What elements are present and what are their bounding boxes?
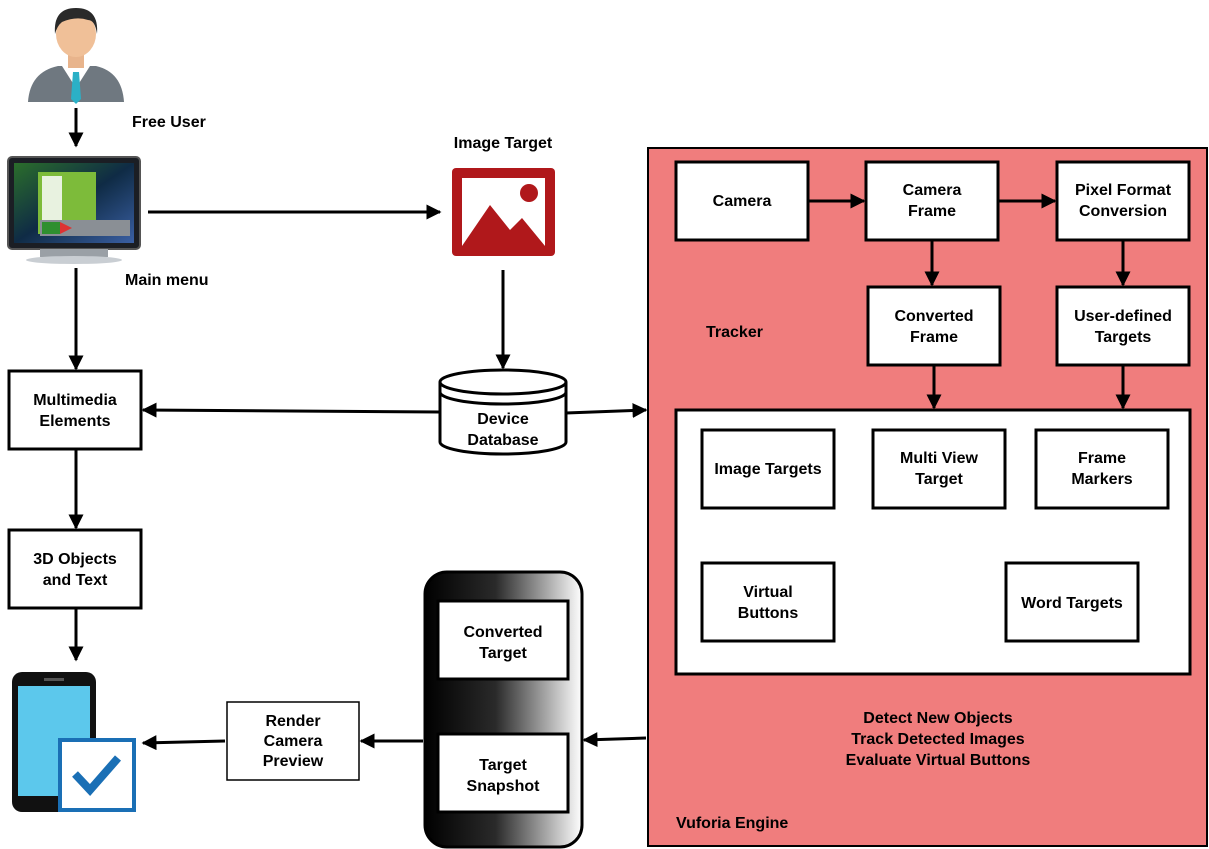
multi-view-line1: Multi View: [900, 450, 978, 467]
render-camera-preview-node: Render Camera Preview: [226, 701, 360, 781]
user-defined-line2: Targets: [1095, 329, 1152, 346]
3d-objects-line1: 3D Objects: [33, 551, 117, 568]
database-icon: Device Database: [438, 368, 568, 456]
3d-objects-node: 3D Objects and Text: [7, 528, 143, 610]
render-line3: Preview: [263, 753, 324, 770]
camera-label: Camera: [713, 193, 772, 210]
target-snapshot-line1: Target: [479, 757, 527, 774]
converted-frame-line2: Frame: [910, 329, 958, 346]
word-targets-node: Word Targets: [1004, 561, 1140, 643]
main-menu-label: Main menu: [125, 272, 209, 289]
phone-panel: Converted Target Target Snapshot: [423, 570, 584, 849]
multi-view-node: Multi View Target: [871, 428, 1007, 510]
engine-functions: Detect New Objects Track Detected Images…: [846, 710, 1031, 769]
image-targets-label: Image Targets: [714, 461, 821, 478]
camera-frame-node: Camera Frame: [864, 160, 1000, 242]
image-targets-node: Image Targets: [700, 428, 836, 510]
pixel-format-node: Pixel Format Conversion: [1055, 160, 1191, 242]
render-line1: Render: [265, 713, 320, 730]
pixel-format-line2: Conversion: [1079, 203, 1167, 220]
user-defined-line1: User-defined: [1074, 308, 1172, 325]
multimedia-line1: Multimedia: [33, 392, 117, 409]
multimedia-line2: Elements: [39, 413, 110, 430]
virtual-buttons-line1: Virtual: [743, 584, 793, 601]
render-line2: Camera: [264, 733, 323, 750]
user-avatar-icon: [28, 8, 124, 104]
free-user-label: Free User: [132, 114, 206, 131]
multimedia-elements-node: Multimedia Elements: [7, 369, 143, 451]
converted-target-line2: Target: [479, 645, 527, 662]
image-icon: [452, 168, 555, 256]
converted-frame-node: Converted Frame: [866, 285, 1002, 367]
frame-markers-line1: Frame: [1078, 450, 1126, 467]
camera-frame-line1: Camera: [903, 182, 962, 199]
monitor-icon: [7, 156, 141, 264]
converted-frame-line1: Converted: [894, 308, 973, 325]
3d-objects-line2: and Text: [43, 572, 108, 589]
function-detect: Detect New Objects: [863, 710, 1012, 727]
multi-view-line2: Target: [915, 471, 963, 488]
image-target-label: Image Target: [454, 135, 553, 152]
pixel-format-line1: Pixel Format: [1075, 182, 1172, 199]
database-line2: Database: [467, 432, 538, 449]
function-evaluate: Evaluate Virtual Buttons: [846, 752, 1031, 769]
converted-target-line1: Converted: [463, 624, 542, 641]
function-track: Track Detected Images: [851, 731, 1025, 748]
database-line1: Device: [477, 411, 529, 428]
mobile-check-icon: [12, 672, 136, 812]
virtual-buttons-line2: Buttons: [738, 605, 799, 622]
engine-title: Vuforia Engine: [676, 815, 788, 832]
frame-markers-line2: Markers: [1071, 471, 1132, 488]
camera-frame-line2: Frame: [908, 203, 956, 220]
target-snapshot-line2: Snapshot: [467, 778, 541, 795]
engine-arrows: [808, 193, 1131, 410]
frame-markers-node: Frame Markers: [1034, 428, 1170, 510]
camera-node: Camera: [674, 160, 810, 242]
virtual-buttons-node: Virtual Buttons: [700, 561, 836, 643]
tracker-label: Tracker: [706, 324, 763, 341]
word-targets-label: Word Targets: [1021, 595, 1123, 612]
user-defined-node: User-defined Targets: [1055, 285, 1191, 367]
flow-arrows: [68, 108, 648, 751]
